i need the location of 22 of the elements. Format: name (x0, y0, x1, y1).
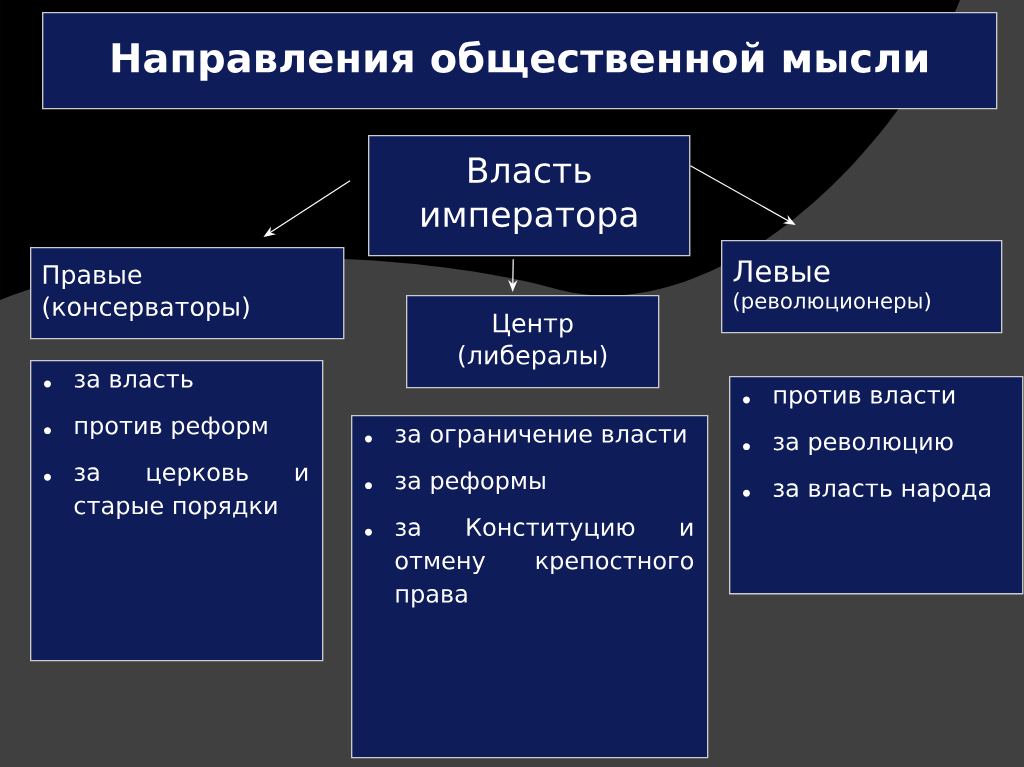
list-item: против власти (774, 390, 955, 409)
list-box (729, 376, 1024, 595)
list-item: за церковь и старые порядки (74, 467, 308, 520)
list-item: за революцию (773, 436, 953, 456)
category-box (406, 295, 660, 389)
box-subheading: (революционеры) (734, 292, 930, 313)
list-item: за реформы (395, 471, 545, 495)
box-heading: Центр (либералы) (459, 313, 607, 370)
list-item: против реформ (75, 416, 267, 440)
list-box (351, 415, 709, 759)
list-box (30, 360, 324, 662)
list-item: за власть народа (773, 483, 990, 502)
list-item: за Конституцию и отмену крепостного права (395, 518, 694, 608)
box-heading: Левые (733, 260, 830, 283)
list-item: за ограничение власти (395, 429, 686, 448)
list-item: за власть (74, 374, 193, 388)
box-heading: Власть императора (422, 157, 637, 234)
root-box (368, 135, 691, 257)
category-box (30, 247, 345, 340)
category-box (721, 240, 1003, 334)
title-box: Направления общественной мысли (42, 12, 998, 110)
box-heading: Правые (консерваторы) (43, 265, 249, 321)
